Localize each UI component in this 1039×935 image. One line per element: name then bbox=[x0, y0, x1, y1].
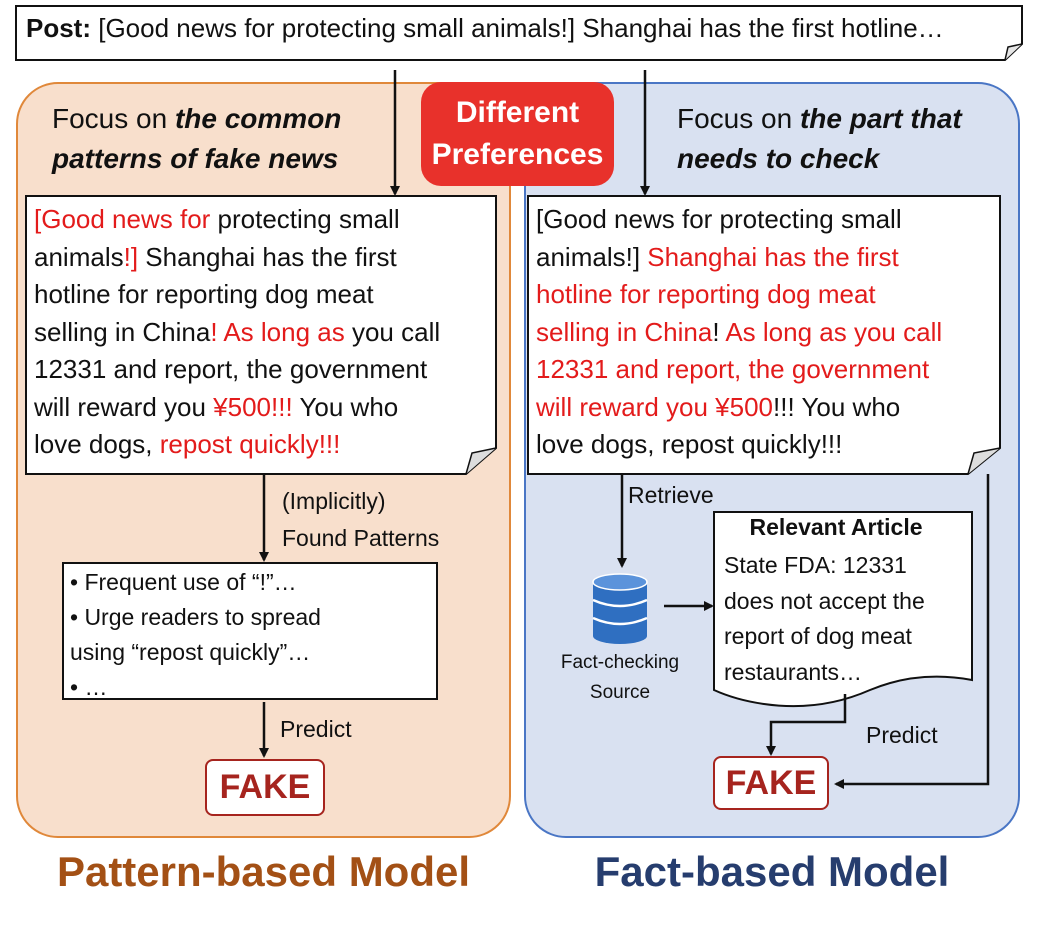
post-label: Post: bbox=[26, 13, 91, 43]
right-doc-highlight: hotline for reporting dog meat bbox=[536, 279, 876, 309]
left-doc-text: 12331 and report, the government bbox=[34, 354, 428, 384]
right-doc-highlight: 12331 and report, the government bbox=[536, 354, 930, 384]
source-label-line-1: Fact-checking bbox=[560, 652, 680, 673]
right-predict-label: Predict bbox=[866, 722, 938, 748]
database-icon bbox=[592, 573, 648, 644]
pattern-item: • Frequent use of “!”… bbox=[70, 569, 297, 595]
article-line: report of dog meat bbox=[724, 623, 912, 649]
article-line: State FDA: 12331 bbox=[724, 552, 907, 578]
badge-line-2: Preferences bbox=[431, 138, 604, 171]
left-doc-text: hotline for reporting dog meat bbox=[34, 279, 374, 309]
left-doc-text: love dogs, bbox=[34, 429, 160, 459]
right-doc-highlight: Shanghai has the first bbox=[647, 241, 899, 272]
right-doc-text: ! bbox=[712, 316, 726, 347]
right-focus-line-1: the part that bbox=[799, 103, 962, 134]
right-doc-text: love dogs, repost quickly!!! bbox=[536, 429, 843, 459]
article-line: does not accept the bbox=[724, 587, 925, 614]
left-doc-text: You who bbox=[292, 391, 399, 422]
fact-checking-source-label: Fact-checking Source bbox=[545, 648, 695, 708]
relevant-article-document bbox=[713, 511, 973, 708]
left-doc-highlight: [Good news for bbox=[34, 204, 211, 234]
left-doc-highlight: !] bbox=[123, 241, 139, 272]
right-doc-highlight: will reward you ¥500 bbox=[536, 391, 774, 422]
found-patterns-label: Found Patterns bbox=[282, 525, 440, 551]
article-line: restaurants… bbox=[724, 658, 863, 685]
right-doc-highlight: selling in China bbox=[536, 316, 713, 347]
left-doc-highlight: ! As long as bbox=[210, 316, 345, 347]
left-doc-text: Shanghai has the first bbox=[138, 241, 397, 272]
left-doc-text: protecting small bbox=[210, 204, 400, 234]
found-patterns-box bbox=[62, 562, 438, 700]
left-focus-line-2: patterns of fake news bbox=[52, 143, 339, 174]
right-doc-text: !!! You who bbox=[773, 391, 901, 422]
different-preferences-badge: Different Preferences bbox=[421, 82, 614, 186]
left-post-text: [Good news for protecting small animals!… bbox=[34, 201, 440, 464]
left-doc-text: selling in China bbox=[34, 316, 211, 347]
left-focus-line-1: the common bbox=[174, 103, 342, 134]
found-patterns-list: • Frequent use of “!”… • Urge readers to… bbox=[70, 565, 321, 705]
post-content: [Good news for protecting small animals!… bbox=[98, 13, 944, 43]
right-focus-prefix: Focus on bbox=[677, 103, 800, 134]
badge-line-1: Different bbox=[455, 96, 580, 129]
post-text: Post: [Good news for protecting small an… bbox=[26, 13, 944, 44]
left-focus-text: Focus on the common patterns of fake new… bbox=[52, 99, 341, 179]
pattern-item: using “repost quickly”… bbox=[70, 639, 311, 665]
left-doc-text: animals bbox=[34, 241, 124, 272]
left-predict-label: Predict bbox=[280, 716, 352, 742]
implicitly-label: (Implicitly) bbox=[282, 488, 386, 514]
fact-based-model-title: Fact-based Model bbox=[594, 848, 950, 895]
left-doc-highlight: ¥500!!! bbox=[213, 391, 293, 422]
source-label-line-2: Source bbox=[589, 682, 651, 703]
left-doc-text: will reward you bbox=[34, 391, 214, 422]
relevant-article-title: Relevant Article bbox=[749, 514, 923, 540]
right-focus-line-2: needs to check bbox=[677, 143, 880, 174]
left-focus-prefix: Focus on bbox=[52, 103, 175, 134]
left-doc-highlight: repost quickly!!! bbox=[159, 429, 341, 459]
retrieve-label: Retrieve bbox=[628, 482, 714, 508]
pattern-item: • … bbox=[70, 674, 108, 700]
relevant-article-body: State FDA: 12331 does not accept the rep… bbox=[724, 548, 925, 690]
pattern-based-model-title: Pattern-based Model bbox=[56, 848, 471, 895]
right-post-text: [Good news for protecting small animals!… bbox=[536, 201, 942, 464]
right-fake-result: FAKE bbox=[713, 756, 829, 810]
right-doc-text: [Good news for protecting small bbox=[536, 204, 902, 234]
left-fake-result: FAKE bbox=[205, 759, 325, 816]
right-doc-text: animals!] bbox=[536, 241, 648, 272]
left-doc-text: you call bbox=[344, 316, 441, 347]
pattern-item: • Urge readers to spread bbox=[70, 604, 321, 630]
right-focus-text: Focus on the part that needs to check bbox=[677, 99, 962, 179]
right-doc-highlight: As long as you call bbox=[725, 316, 943, 347]
